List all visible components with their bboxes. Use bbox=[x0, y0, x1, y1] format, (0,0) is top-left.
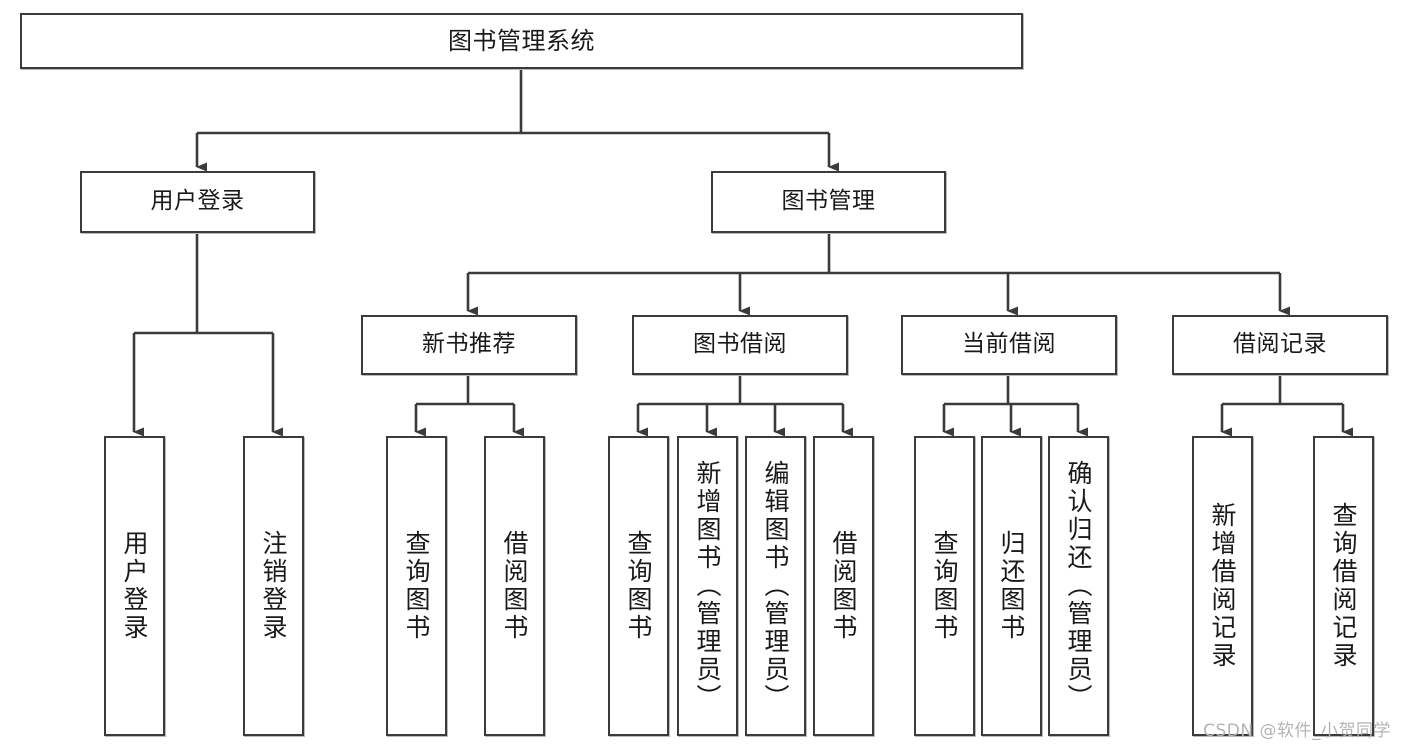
node-label: 新增图书（管理员） bbox=[693, 460, 722, 712]
leaf-query-borrow-record[interactable]: 查询借阅记录 bbox=[1313, 436, 1374, 736]
node-label: 借阅记录 bbox=[1233, 331, 1327, 358]
node-label: 注销登录 bbox=[259, 530, 288, 642]
node-label: 新书推荐 bbox=[422, 331, 516, 358]
node-label: 归还图书 bbox=[997, 530, 1026, 642]
leaf-user-login[interactable]: 用户登录 bbox=[104, 436, 165, 736]
node-label: 图书借阅 bbox=[693, 331, 787, 358]
node-label: 新增借阅记录 bbox=[1208, 502, 1237, 670]
leaf-borrow-book-newbook[interactable]: 借阅图书 bbox=[484, 436, 545, 736]
leaf-query-book-newbook[interactable]: 查询图书 bbox=[386, 436, 447, 736]
leaf-edit-book-admin[interactable]: 编辑图书（管理员） bbox=[745, 436, 806, 736]
leaf-add-book-admin[interactable]: 新增图书（管理员） bbox=[677, 436, 738, 736]
node-book-borrowing[interactable]: 图书借阅 bbox=[632, 315, 848, 375]
leaf-return-book[interactable]: 归还图书 bbox=[981, 436, 1042, 736]
leaf-query-book-borrow[interactable]: 查询图书 bbox=[608, 436, 669, 736]
node-label: 用户登录 bbox=[150, 188, 245, 215]
node-label: 查询借阅记录 bbox=[1329, 502, 1358, 670]
leaf-add-borrow-record[interactable]: 新增借阅记录 bbox=[1192, 436, 1253, 736]
csdn-watermark: CSDN @软件_小贺同学 bbox=[1203, 721, 1391, 741]
node-user-login[interactable]: 用户登录 bbox=[80, 171, 315, 233]
node-label: 用户登录 bbox=[120, 530, 149, 642]
node-label: 确认归还（管理员） bbox=[1064, 460, 1093, 712]
node-root-book-management-system[interactable]: 图书管理系统 bbox=[20, 13, 1023, 69]
node-label: 编辑图书（管理员） bbox=[761, 460, 790, 712]
node-label: 查询图书 bbox=[624, 530, 653, 642]
leaf-query-book-current[interactable]: 查询图书 bbox=[914, 436, 975, 736]
node-label: 借阅图书 bbox=[829, 530, 858, 642]
leaf-borrow-book[interactable]: 借阅图书 bbox=[813, 436, 874, 736]
leaf-confirm-return-admin[interactable]: 确认归还（管理员） bbox=[1048, 436, 1109, 736]
node-borrowing-record[interactable]: 借阅记录 bbox=[1172, 315, 1388, 375]
node-book-management[interactable]: 图书管理 bbox=[711, 171, 946, 233]
node-label: 查询图书 bbox=[930, 530, 959, 642]
node-current-borrowing[interactable]: 当前借阅 bbox=[901, 315, 1117, 375]
node-label: 图书管理 bbox=[781, 188, 876, 215]
node-label: 当前借阅 bbox=[962, 331, 1056, 358]
node-label: 借阅图书 bbox=[500, 530, 529, 642]
node-new-book-recommendation[interactable]: 新书推荐 bbox=[361, 315, 577, 375]
node-label: 图书管理系统 bbox=[448, 26, 595, 55]
node-label: 查询图书 bbox=[402, 530, 431, 642]
leaf-logout[interactable]: 注销登录 bbox=[243, 436, 304, 736]
